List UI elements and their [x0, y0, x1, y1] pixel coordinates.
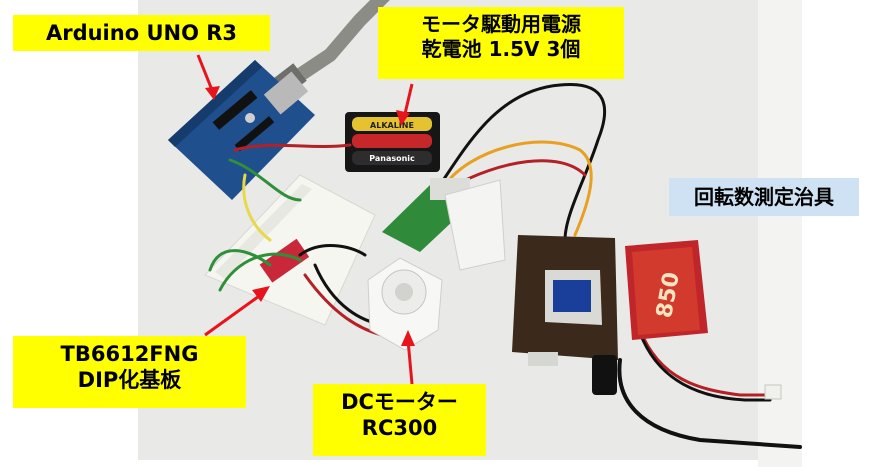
arduino-label: Arduino UNO R3 [13, 15, 270, 51]
tachometer-label: 回転数測定治具 [669, 178, 859, 216]
breadboard [204, 174, 376, 326]
battery-label-line2: 乾電池 1.5V 3個 [421, 37, 581, 61]
motor-label: DCモーター RC300 [313, 384, 486, 456]
driver-label-line2: DIP化基板 [77, 368, 182, 393]
lipo-battery: 850 [625, 240, 782, 400]
jumper-wires [208, 82, 802, 449]
arduino-board [168, 60, 315, 200]
driver-board [259, 238, 310, 283]
arduino-label-text: Arduino UNO R3 [45, 21, 238, 45]
driver-label: TB6612FNG DIP化基板 [13, 336, 246, 408]
arrow-battery [396, 83, 414, 126]
motor-label-line1: DCモーター [341, 390, 458, 414]
callout-arrows [196, 54, 415, 385]
arrow-motor [401, 330, 415, 385]
arrow-arduino [196, 54, 220, 100]
arrow-driver [204, 286, 270, 337]
oled-display [553, 280, 591, 312]
battery-label-line1: モータ駆動用電源 [421, 12, 581, 36]
driver-label-line1: TB6612FNG [60, 342, 199, 366]
battery-pack: ALKALINE Panasonic [345, 112, 440, 172]
arduino-shield [512, 235, 618, 395]
battery-label: モータ駆動用電源 乾電池 1.5V 3個 [378, 7, 624, 79]
tachometer-sensor-board [382, 178, 506, 271]
motor-label-line2: RC300 [361, 416, 438, 441]
tachometer-label-text: 回転数測定治具 [694, 185, 834, 209]
battery-brand-top: ALKALINE [370, 121, 414, 130]
dc-motor [367, 257, 443, 351]
battery-brand-bottom: Panasonic [369, 154, 415, 163]
